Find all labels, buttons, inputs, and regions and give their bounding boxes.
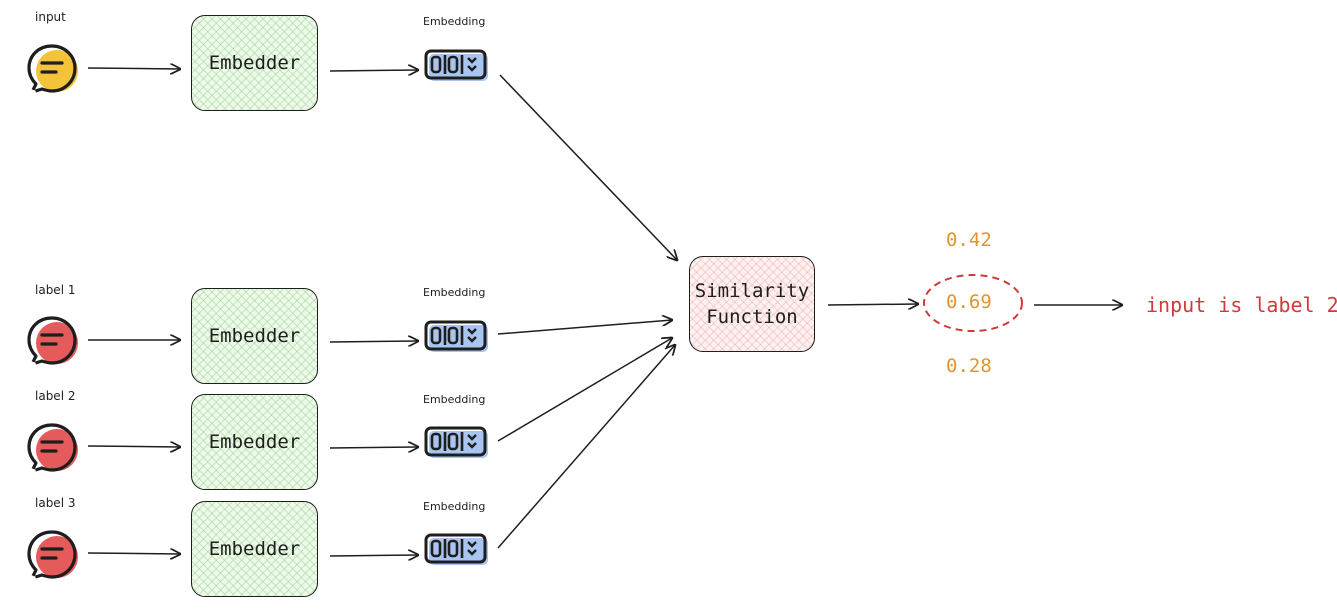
arrow-label3-to-embedder <box>87 553 180 554</box>
arrow-embedder-to-embedding-2 <box>329 447 418 448</box>
arrow-embedder-to-embedding-1 <box>329 341 418 342</box>
arrow-embedder-to-embedding-input <box>329 70 418 71</box>
label-1-label: label 1 <box>35 283 76 297</box>
vector-embedding-icon <box>424 320 488 352</box>
vector-embedding-icon <box>424 533 488 565</box>
arrow-embedding-3-to-similarity <box>497 345 675 549</box>
embedder-box-label-3: Embedder <box>191 501 318 597</box>
arrow-similarity-to-score <box>827 304 918 305</box>
vector-embedding-icon <box>424 49 488 81</box>
chat-bubble-icon <box>27 316 78 366</box>
result-text: input is label 2! <box>1146 293 1337 317</box>
label-2-label: label 2 <box>35 389 76 403</box>
score-label-2: 0.69 <box>946 291 992 313</box>
embedding-label-input: Embedding <box>423 15 486 28</box>
embedding-label-2: Embedding <box>423 393 486 406</box>
similarity-function-box: Similarity Function <box>689 256 815 352</box>
arrow-embedder-to-embedding-3 <box>329 555 418 556</box>
vector-embedding-icon <box>424 426 488 458</box>
score-label-1: 0.42 <box>946 229 992 251</box>
chat-bubble-icon <box>27 423 78 473</box>
embedder-box-label-1: Embedder <box>191 288 318 384</box>
chat-bubble-icon <box>27 530 78 580</box>
highlight-ellipse <box>923 274 1023 332</box>
embedder-box-label-2: Embedder <box>191 394 318 490</box>
embedder-box-input: Embedder <box>191 15 318 111</box>
embedding-label-3: Embedding <box>423 500 486 513</box>
arrow-embedding-input-to-similarity <box>499 74 677 260</box>
arrow-embedding-1-to-similarity <box>497 320 672 335</box>
input-label: input <box>35 10 66 24</box>
label-3-label: label 3 <box>35 496 76 510</box>
arrow-input-to-embedder <box>87 68 180 69</box>
embedding-label-1: Embedding <box>423 286 486 299</box>
arrow-label2-to-embedder <box>87 446 180 447</box>
chat-bubble-icon <box>27 44 78 94</box>
arrow-embedding-2-to-similarity <box>497 338 672 442</box>
score-label-3: 0.28 <box>946 355 992 377</box>
